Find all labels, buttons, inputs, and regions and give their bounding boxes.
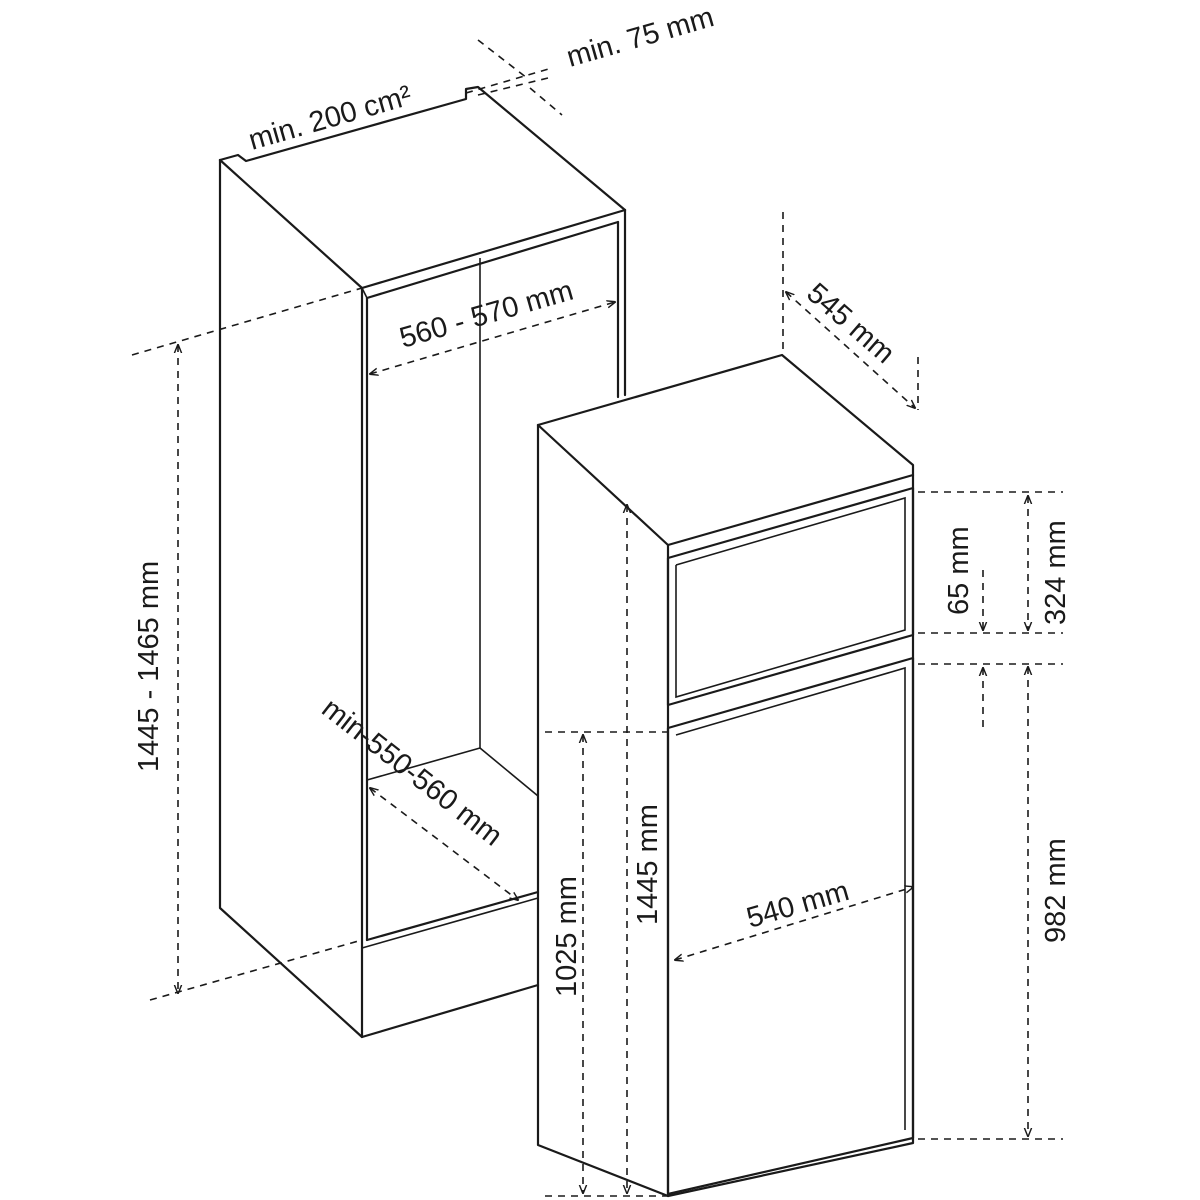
appliance-depth-label: 545 mm (800, 277, 900, 370)
fridge-appliance (536, 353, 915, 1198)
cabinet-niche (218, 85, 627, 1039)
top-gap-label: 65 mm (943, 526, 975, 615)
lower-section-height-label: 1025 mm (551, 876, 583, 997)
dimension-labels: min. 200 cm² min. 75 mm 560 - 570 mm 144… (133, 1, 1072, 997)
upper-door-height-label: 324 mm (1040, 520, 1072, 625)
niche-width-label: 560 - 570 mm (396, 275, 577, 355)
appliance-height-label: 1445 mm (632, 804, 664, 925)
vent-area-label: min. 200 cm² (245, 80, 415, 157)
niche-height-label: 1445 - 1465 mm (133, 561, 165, 772)
vent-gap-label: min. 75 mm (563, 1, 717, 74)
dimension-lines (131, 39, 1063, 1197)
lower-door-height-label: 982 mm (1040, 838, 1072, 943)
appliance-width-label: 540 mm (743, 875, 853, 935)
